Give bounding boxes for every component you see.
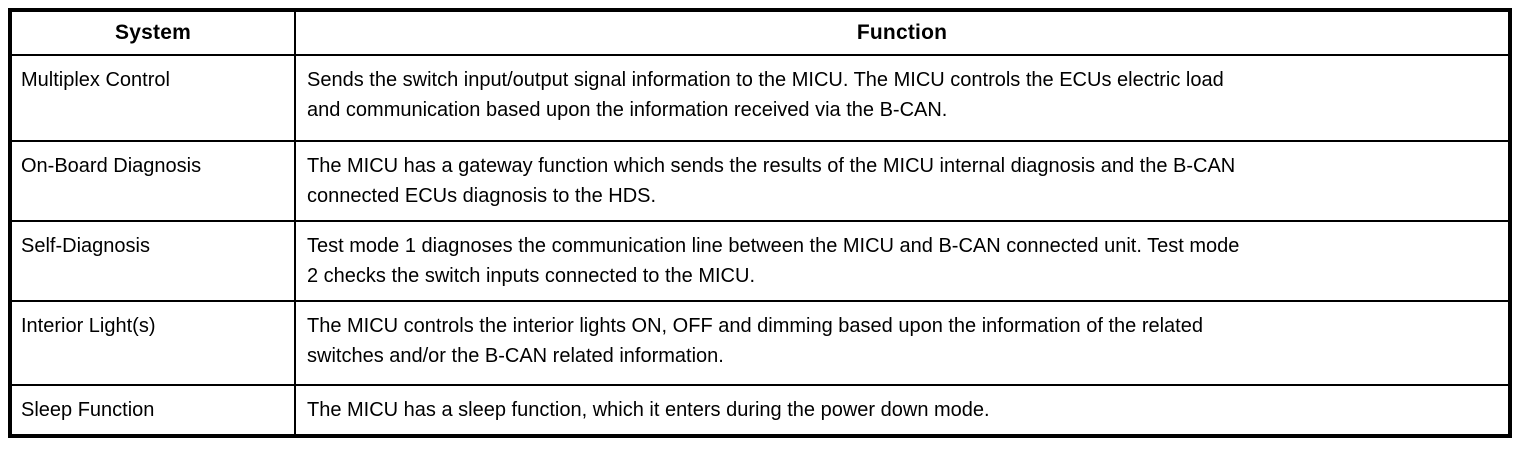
function-text-line: connected ECUs diagnosis to the HDS. <box>307 185 657 207</box>
system-cell: Sleep Function <box>9 384 296 437</box>
table-row-multiplex-control: Multiplex Control Sends the switch input… <box>9 54 1511 142</box>
table-header-row: System Function <box>9 9 1511 56</box>
function-cell: The MICU has a sleep function, which it … <box>294 384 1511 437</box>
table-row-sleep-function: Sleep Function The MICU has a sleep func… <box>9 384 1511 437</box>
system-cell: Multiplex Control <box>9 54 296 142</box>
function-text-line: Sends the switch input/output signal inf… <box>307 69 1224 91</box>
function-cell: The MICU has a gateway function which se… <box>294 140 1511 222</box>
function-text-line: The MICU has a sleep function, which it … <box>307 399 990 421</box>
header-function: Function <box>294 9 1511 56</box>
function-cell: The MICU controls the interior lights ON… <box>294 300 1511 386</box>
table-row-on-board-diagnosis: On-Board Diagnosis The MICU has a gatewa… <box>9 140 1511 222</box>
function-text-line: and communication based upon the informa… <box>307 99 948 121</box>
system-cell: Interior Light(s) <box>9 300 296 386</box>
function-text-line: switches and/or the B-CAN related inform… <box>307 345 724 367</box>
table-row-interior-lights: Interior Light(s) The MICU controls the … <box>9 300 1511 386</box>
system-cell: On-Board Diagnosis <box>9 140 296 222</box>
function-text-line: The MICU controls the interior lights ON… <box>307 315 1203 337</box>
function-cell: Sends the switch input/output signal inf… <box>294 54 1511 142</box>
system-cell: Self-Diagnosis <box>9 220 296 302</box>
function-text-line: Test mode 1 diagnoses the communication … <box>307 235 1240 257</box>
function-text-line: The MICU has a gateway function which se… <box>307 155 1236 177</box>
function-text-line: 2 checks the switch inputs connected to … <box>307 265 755 287</box>
system-function-table: System Function Multiplex Control Sends … <box>8 8 1512 438</box>
header-system: System <box>9 9 296 56</box>
table-row-self-diagnosis: Self-Diagnosis Test mode 1 diagnoses the… <box>9 220 1511 302</box>
function-cell: Test mode 1 diagnoses the communication … <box>294 220 1511 302</box>
